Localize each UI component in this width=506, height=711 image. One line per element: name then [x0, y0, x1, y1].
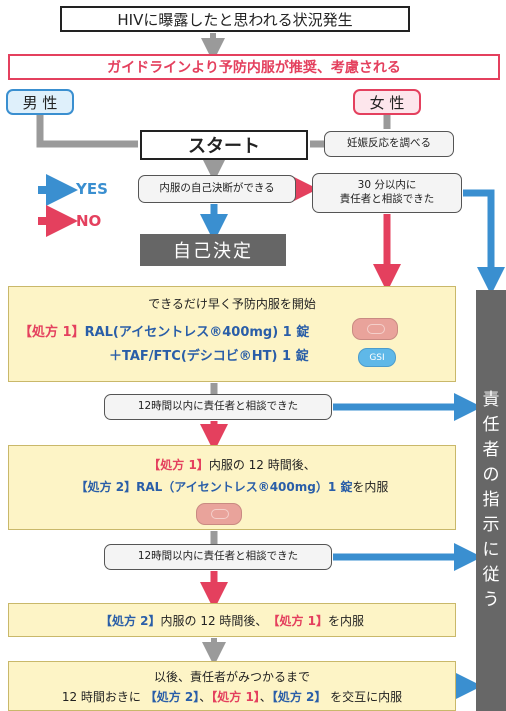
sidebar-char: 者: [482, 440, 500, 460]
alternate-sep2: 、: [259, 690, 272, 704]
male-label: 男 性: [22, 93, 58, 112]
legend-yes: YES: [76, 180, 108, 198]
consult-30min-line2: 責任者と相談できた: [339, 193, 435, 205]
rx1-drug1: RAL(アイセントレス®400mg) 1 錠: [84, 325, 310, 340]
regimen-12h-line2: 【処方 2】RAL（アイセントレス®400mg）1 錠を内服: [9, 478, 455, 495]
rx1-tag-2: 【処方 1】: [148, 458, 209, 472]
guideline-text: ガイドラインより予防内服が推奨、考慮される: [107, 60, 401, 76]
rx1-line1: 【処方 1】RAL(アイセントレス®400mg) 1 錠: [19, 321, 309, 340]
female-label: 女 性: [369, 93, 405, 112]
rx1-drug2: ＋TAF/FTC(デシコビ®HT) 1 錠: [109, 349, 309, 364]
sidebar-char: 示: [482, 515, 500, 535]
exposure-event-box: HIVに曝露したと思われる状況発生: [60, 6, 410, 32]
consult-12h-label-1: 12時間以内に責任者と相談できた: [137, 400, 299, 413]
legend-no: NO: [76, 212, 101, 230]
female-box: 女 性: [353, 89, 421, 115]
rx2-tag-3: 【処方 2】: [100, 613, 161, 628]
consult-12h-box-2: 12時間以内に責任者と相談できた: [104, 544, 332, 570]
consult-30min-box: 30 分以内に 責任者と相談できた: [312, 173, 462, 213]
legend-yes-label: YES: [76, 180, 108, 198]
start-box: スタート: [140, 130, 308, 160]
alternate-end: を交互に内服: [326, 690, 403, 704]
alternate-line2: 12 時間おきに 【処方 2】、【処方 1】、【処方 2】 を交互に内服: [9, 688, 455, 705]
guideline-box: ガイドラインより予防内服が推奨、考慮される: [8, 54, 500, 80]
rx2-tag-4a: 【処方 2】: [144, 690, 200, 704]
regimen-12h-line2-rest: を内服: [352, 480, 389, 494]
pregnancy-test-label: 妊娠反応を調べる: [347, 137, 431, 150]
regimen-24h-box: 【処方 2】 内服の 12 時間後、【処方 1】 を内服: [8, 603, 456, 637]
sidebar-char: に: [482, 540, 500, 560]
rx1-tag-4: 【処方 1】: [211, 690, 260, 704]
alternate-line1: 以後、責任者がみつかるまで: [153, 670, 310, 684]
sidebar-char: う: [482, 590, 500, 610]
self-decision-question-box: 内服の自己決断ができる: [138, 175, 296, 203]
rx1-tag-3: 【処方 1】: [267, 613, 328, 628]
ral-tablet-icon: [352, 318, 398, 340]
consult-12h-box-1: 12時間以内に責任者と相談できた: [104, 394, 332, 420]
alternate-prefix: 12 時間おきに: [61, 690, 145, 704]
regimen-alternate-box: 以後、責任者がみつかるまで 12 時間おきに 【処方 2】、【処方 1】、【処方…: [8, 661, 456, 711]
alternate-sep1: 、: [199, 690, 212, 704]
rx2-tag: 【処方 2】: [75, 480, 137, 494]
self-decision-label: 自己決定: [173, 241, 253, 262]
sidebar-char: の: [482, 465, 500, 485]
arrow-consult30-yes: [463, 189, 505, 295]
rx2-drug: RAL（アイセントレス®400mg）1 錠: [136, 480, 353, 494]
rx1-tag: 【処方 1】: [19, 325, 85, 340]
regimen-start-title: できるだけ早く予防内服を開始: [148, 297, 316, 311]
self-decision-box: 自己決定: [140, 234, 286, 266]
descovy-tablet-icon: GSI: [358, 348, 396, 367]
regimen-24h-end: を内服: [327, 613, 364, 628]
start-label: スタート: [188, 136, 260, 157]
follow-supervisor-sidebar: 責 任 者 の 指 示 に 従 う: [476, 290, 506, 711]
rx2-tag-4b: 【処方 2】: [271, 690, 327, 704]
line-male-to-start: [36, 115, 138, 148]
regimen-24h-mid: 内服の 12 時間後、: [160, 613, 268, 628]
consult-12h-label-2: 12時間以内に責任者と相談できた: [137, 550, 299, 563]
sidebar-char: 任: [482, 415, 500, 435]
sidebar-char: 従: [482, 565, 500, 585]
self-decision-question-label: 内服の自己決断ができる: [159, 182, 275, 195]
tablet-label: GSI: [369, 352, 385, 363]
consult-30min-line1: 30 分以内に: [357, 179, 417, 192]
pregnancy-test-box: 妊娠反応を調べる: [324, 131, 454, 157]
regimen-12h-box: 【処方 1】内服の 12 時間後、 【処方 2】RAL（アイセントレス®400m…: [8, 445, 456, 530]
regimen-12h-line1: 【処方 1】内服の 12 時間後、: [9, 456, 455, 473]
male-box: 男 性: [6, 89, 74, 115]
legend-no-label: NO: [76, 212, 102, 230]
regimen-12h-line1-rest: 内服の 12 時間後、: [208, 458, 316, 472]
sidebar-char: 責: [482, 390, 500, 410]
exposure-event-text: HIVに曝露したと思われる状況発生: [117, 10, 353, 29]
sidebar-char: 指: [482, 490, 500, 510]
ral-tablet-icon-2: [196, 503, 242, 525]
